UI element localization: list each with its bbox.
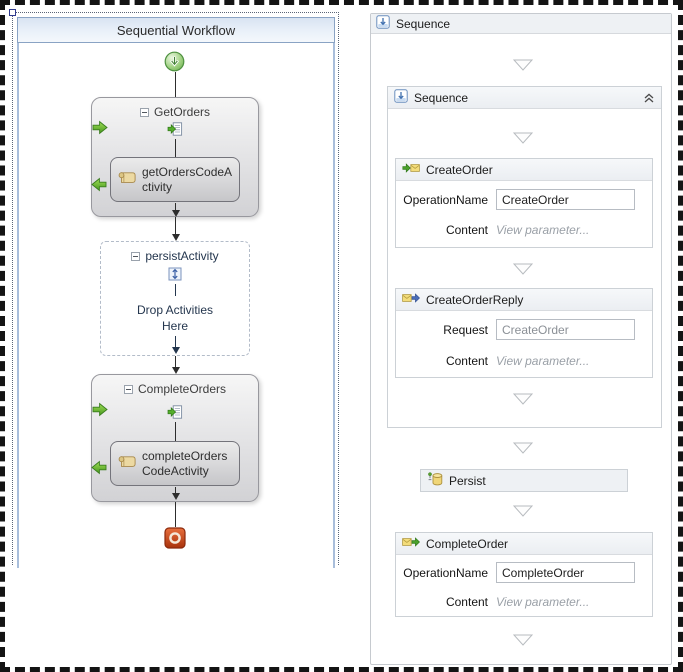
drop-triangle-icon[interactable] <box>513 59 533 71</box>
activity-header[interactable]: CreateOrder <box>396 159 652 181</box>
activity-title: CreateOrder <box>426 162 493 177</box>
activity-complete-orders-code[interactable]: completeOrdersCodeActivity <box>110 441 240 486</box>
operation-name-label: OperationName <box>403 565 488 580</box>
workflow-title: Sequential Workflow <box>116 22 236 38</box>
sequence-header[interactable]: Sequence <box>388 87 661 109</box>
view-parameter-link[interactable]: View parameter... <box>496 222 590 237</box>
sequence-icon <box>376 15 390 32</box>
sequence-title: Sequence <box>414 90 469 105</box>
activity-label: getOrdersCodeActivity <box>142 164 233 194</box>
property-row: Content View parameter... <box>400 350 589 371</box>
connector-line <box>175 336 176 347</box>
green-arrow-left-icon <box>91 460 107 480</box>
activity-header: CompleteOrders <box>92 382 258 396</box>
drop-hint-text: Drop Activities Here <box>136 303 214 333</box>
connector-arrowhead <box>172 493 180 500</box>
activity-title: CompleteOrders <box>137 382 227 396</box>
activity-title: CompleteOrder <box>426 536 509 551</box>
content-label: Content <box>445 594 488 609</box>
connector-line <box>175 502 176 527</box>
activity-complete-order[interactable]: CompleteOrder OperationName Content View… <box>395 532 653 617</box>
connector-arrowhead <box>172 367 180 374</box>
breadcrumb-bar[interactable]: Sequence <box>371 14 671 34</box>
activity-header: persistActivity <box>101 249 249 263</box>
operation-name-label: OperationName <box>403 192 488 207</box>
green-arrow-left-icon <box>91 177 107 197</box>
view-parameter-link[interactable]: View parameter... <box>496 594 590 609</box>
collapse-minus-icon[interactable] <box>139 107 149 117</box>
activity-create-order-reply[interactable]: CreateOrderReply Request Content View pa… <box>395 288 653 378</box>
receive-icon <box>402 162 420 177</box>
collapse-minus-icon[interactable] <box>123 384 133 394</box>
connector-line <box>175 284 176 296</box>
activity-header: GetOrders <box>92 105 258 119</box>
drop-triangle-icon[interactable] <box>513 634 533 646</box>
scroll-icon <box>117 170 137 190</box>
activity-create-order[interactable]: CreateOrder OperationName Content View p… <box>395 158 653 248</box>
green-arrow-right-icon <box>92 120 108 140</box>
connector-line <box>175 203 176 210</box>
property-row: Content View parameter... <box>400 591 589 612</box>
activity-title: Persist <box>449 473 486 488</box>
connector-arrowhead <box>172 210 180 217</box>
connector-line <box>175 487 176 493</box>
workflow-selection-border <box>12 12 339 565</box>
receive-icon <box>402 536 420 551</box>
activity-title: GetOrders <box>153 105 210 119</box>
drop-triangle-icon[interactable] <box>513 132 533 144</box>
drop-triangle-icon[interactable] <box>513 505 533 517</box>
connector-line <box>175 217 176 234</box>
operation-name-input[interactable] <box>496 189 635 210</box>
drop-triangle-icon[interactable] <box>513 442 533 454</box>
send-reply-icon <box>402 292 420 307</box>
connector-line <box>175 139 176 157</box>
workflow-title-bar[interactable]: Sequential Workflow <box>17 17 335 43</box>
drop-triangle-icon[interactable] <box>513 263 533 275</box>
persist-icon <box>427 471 443 490</box>
request-label: Request <box>443 322 488 337</box>
activity-header[interactable]: CompleteOrder <box>396 533 652 555</box>
collapse-minus-icon[interactable] <box>131 251 141 261</box>
activity-title: CreateOrderReply <box>426 292 524 307</box>
activity-header[interactable]: CreateOrderReply <box>396 289 652 311</box>
sequence-icon <box>394 89 408 106</box>
activity-label: completeOrdersCodeActivity <box>142 448 228 478</box>
selection-handle[interactable] <box>9 9 16 16</box>
connector-line <box>175 356 176 367</box>
activity-title: persistActivity <box>145 249 219 263</box>
drop-triangle-icon[interactable] <box>513 393 533 405</box>
connector-line <box>175 422 176 441</box>
content-label: Content <box>445 353 488 368</box>
view-parameter-link[interactable]: View parameter... <box>496 353 590 368</box>
connector-line <box>175 72 176 97</box>
breadcrumb-label: Sequence <box>396 16 451 31</box>
collapse-chevron-icon[interactable] <box>643 92 655 104</box>
stop-icon <box>164 527 186 554</box>
property-row: OperationName <box>400 562 635 583</box>
green-arrow-right-icon <box>92 402 108 422</box>
property-row: OperationName <box>400 189 635 210</box>
activity-get-orders-code[interactable]: getOrdersCodeActivity <box>110 157 240 202</box>
request-input[interactable] <box>496 319 635 340</box>
scroll-icon <box>117 454 137 474</box>
property-row: Request <box>400 319 635 340</box>
property-row: Content View parameter... <box>400 219 589 240</box>
activity-persist-bar[interactable]: Persist <box>420 469 628 492</box>
connector-arrowhead <box>172 234 180 241</box>
content-label: Content <box>445 222 488 237</box>
operation-name-input[interactable] <box>496 562 635 583</box>
connector-arrowhead <box>172 347 180 354</box>
